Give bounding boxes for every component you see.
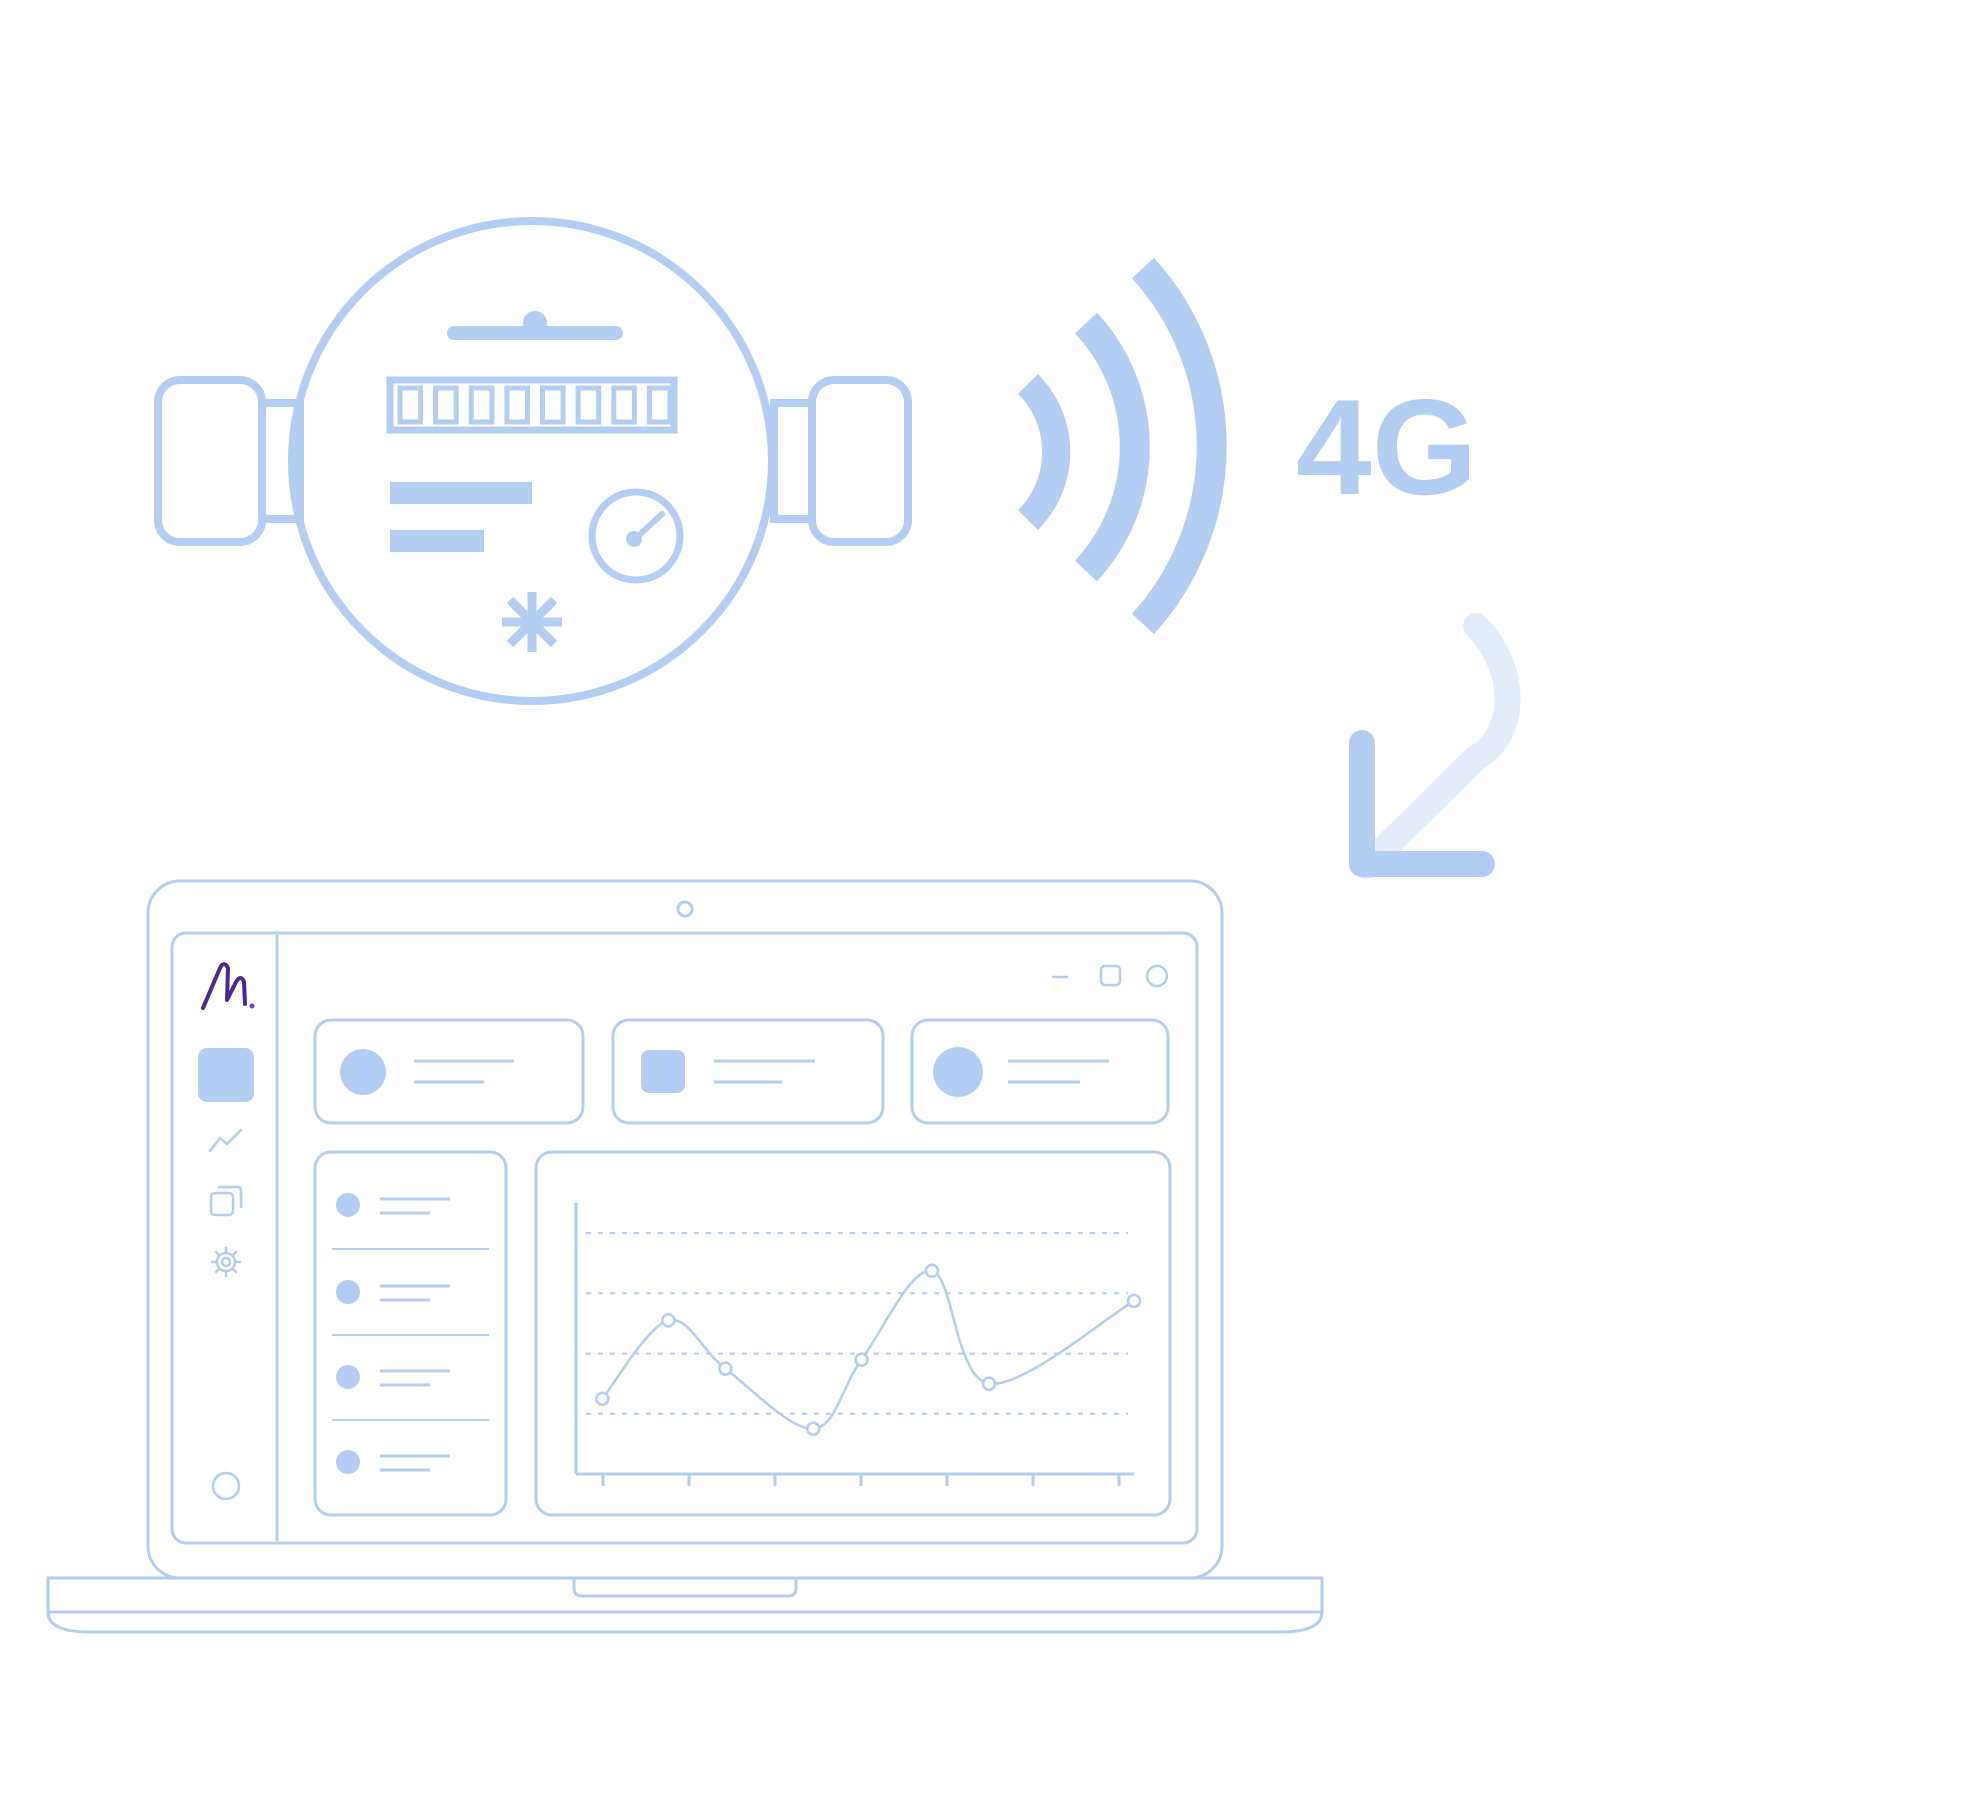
meter-digit xyxy=(611,385,637,425)
sidebar xyxy=(198,935,279,1541)
meter-digit-display xyxy=(397,385,673,425)
data-point xyxy=(924,1263,940,1279)
copy-icon[interactable] xyxy=(209,1185,243,1217)
list-item[interactable] xyxy=(336,1193,450,1217)
meter-digit xyxy=(468,385,495,425)
webcam xyxy=(676,900,694,918)
laptop-icon xyxy=(46,879,1324,1634)
stat-card[interactable] xyxy=(313,1018,585,1125)
screen xyxy=(170,931,1199,1545)
data-point xyxy=(661,1313,676,1328)
data-point xyxy=(981,1376,997,1391)
data-point xyxy=(1126,1293,1142,1309)
data-point xyxy=(718,1361,733,1376)
stat-card-icon xyxy=(340,1049,386,1095)
gauge-icon xyxy=(588,488,684,584)
water-meter-icon xyxy=(154,217,912,705)
meter-digit xyxy=(397,385,424,425)
brand-logo-icon xyxy=(201,962,247,1010)
series-points xyxy=(595,1263,1142,1437)
maximize-icon[interactable] xyxy=(1099,964,1122,987)
meter-digit xyxy=(575,385,602,425)
list-item[interactable] xyxy=(336,1450,450,1474)
list-panel xyxy=(313,1150,508,1517)
trend-chart-icon[interactable] xyxy=(208,1128,243,1153)
list-item[interactable] xyxy=(336,1280,450,1304)
close-icon[interactable] xyxy=(1145,964,1169,988)
window-controls xyxy=(1052,964,1169,988)
meter-digit xyxy=(646,385,673,425)
meter-digit xyxy=(540,385,566,425)
down-left-arrow-icon xyxy=(1349,613,1521,879)
data-point xyxy=(806,1421,821,1437)
meter-digit xyxy=(504,385,530,425)
stat-card[interactable] xyxy=(910,1018,1170,1125)
chart-panel xyxy=(534,1150,1172,1517)
dashboard-icon[interactable] xyxy=(198,1048,254,1102)
x-axis-ticks xyxy=(601,1474,1121,1486)
stat-card-icon xyxy=(933,1047,983,1097)
data-point xyxy=(854,1352,869,1367)
data-point xyxy=(595,1391,610,1406)
network-label: 4G xyxy=(1296,371,1477,523)
series-line xyxy=(601,1269,1135,1431)
gear-icon[interactable] xyxy=(210,1246,242,1278)
meter-digit xyxy=(433,385,459,425)
profile-icon[interactable] xyxy=(211,1471,241,1501)
stat-card-icon xyxy=(641,1050,685,1093)
stat-card[interactable] xyxy=(611,1018,885,1125)
wireless-signal-icon xyxy=(1017,257,1227,635)
snowflake-icon xyxy=(502,592,562,652)
brand-logo-dot xyxy=(249,1003,255,1009)
stat-cards xyxy=(313,1018,1170,1125)
list-item[interactable] xyxy=(336,1365,450,1389)
